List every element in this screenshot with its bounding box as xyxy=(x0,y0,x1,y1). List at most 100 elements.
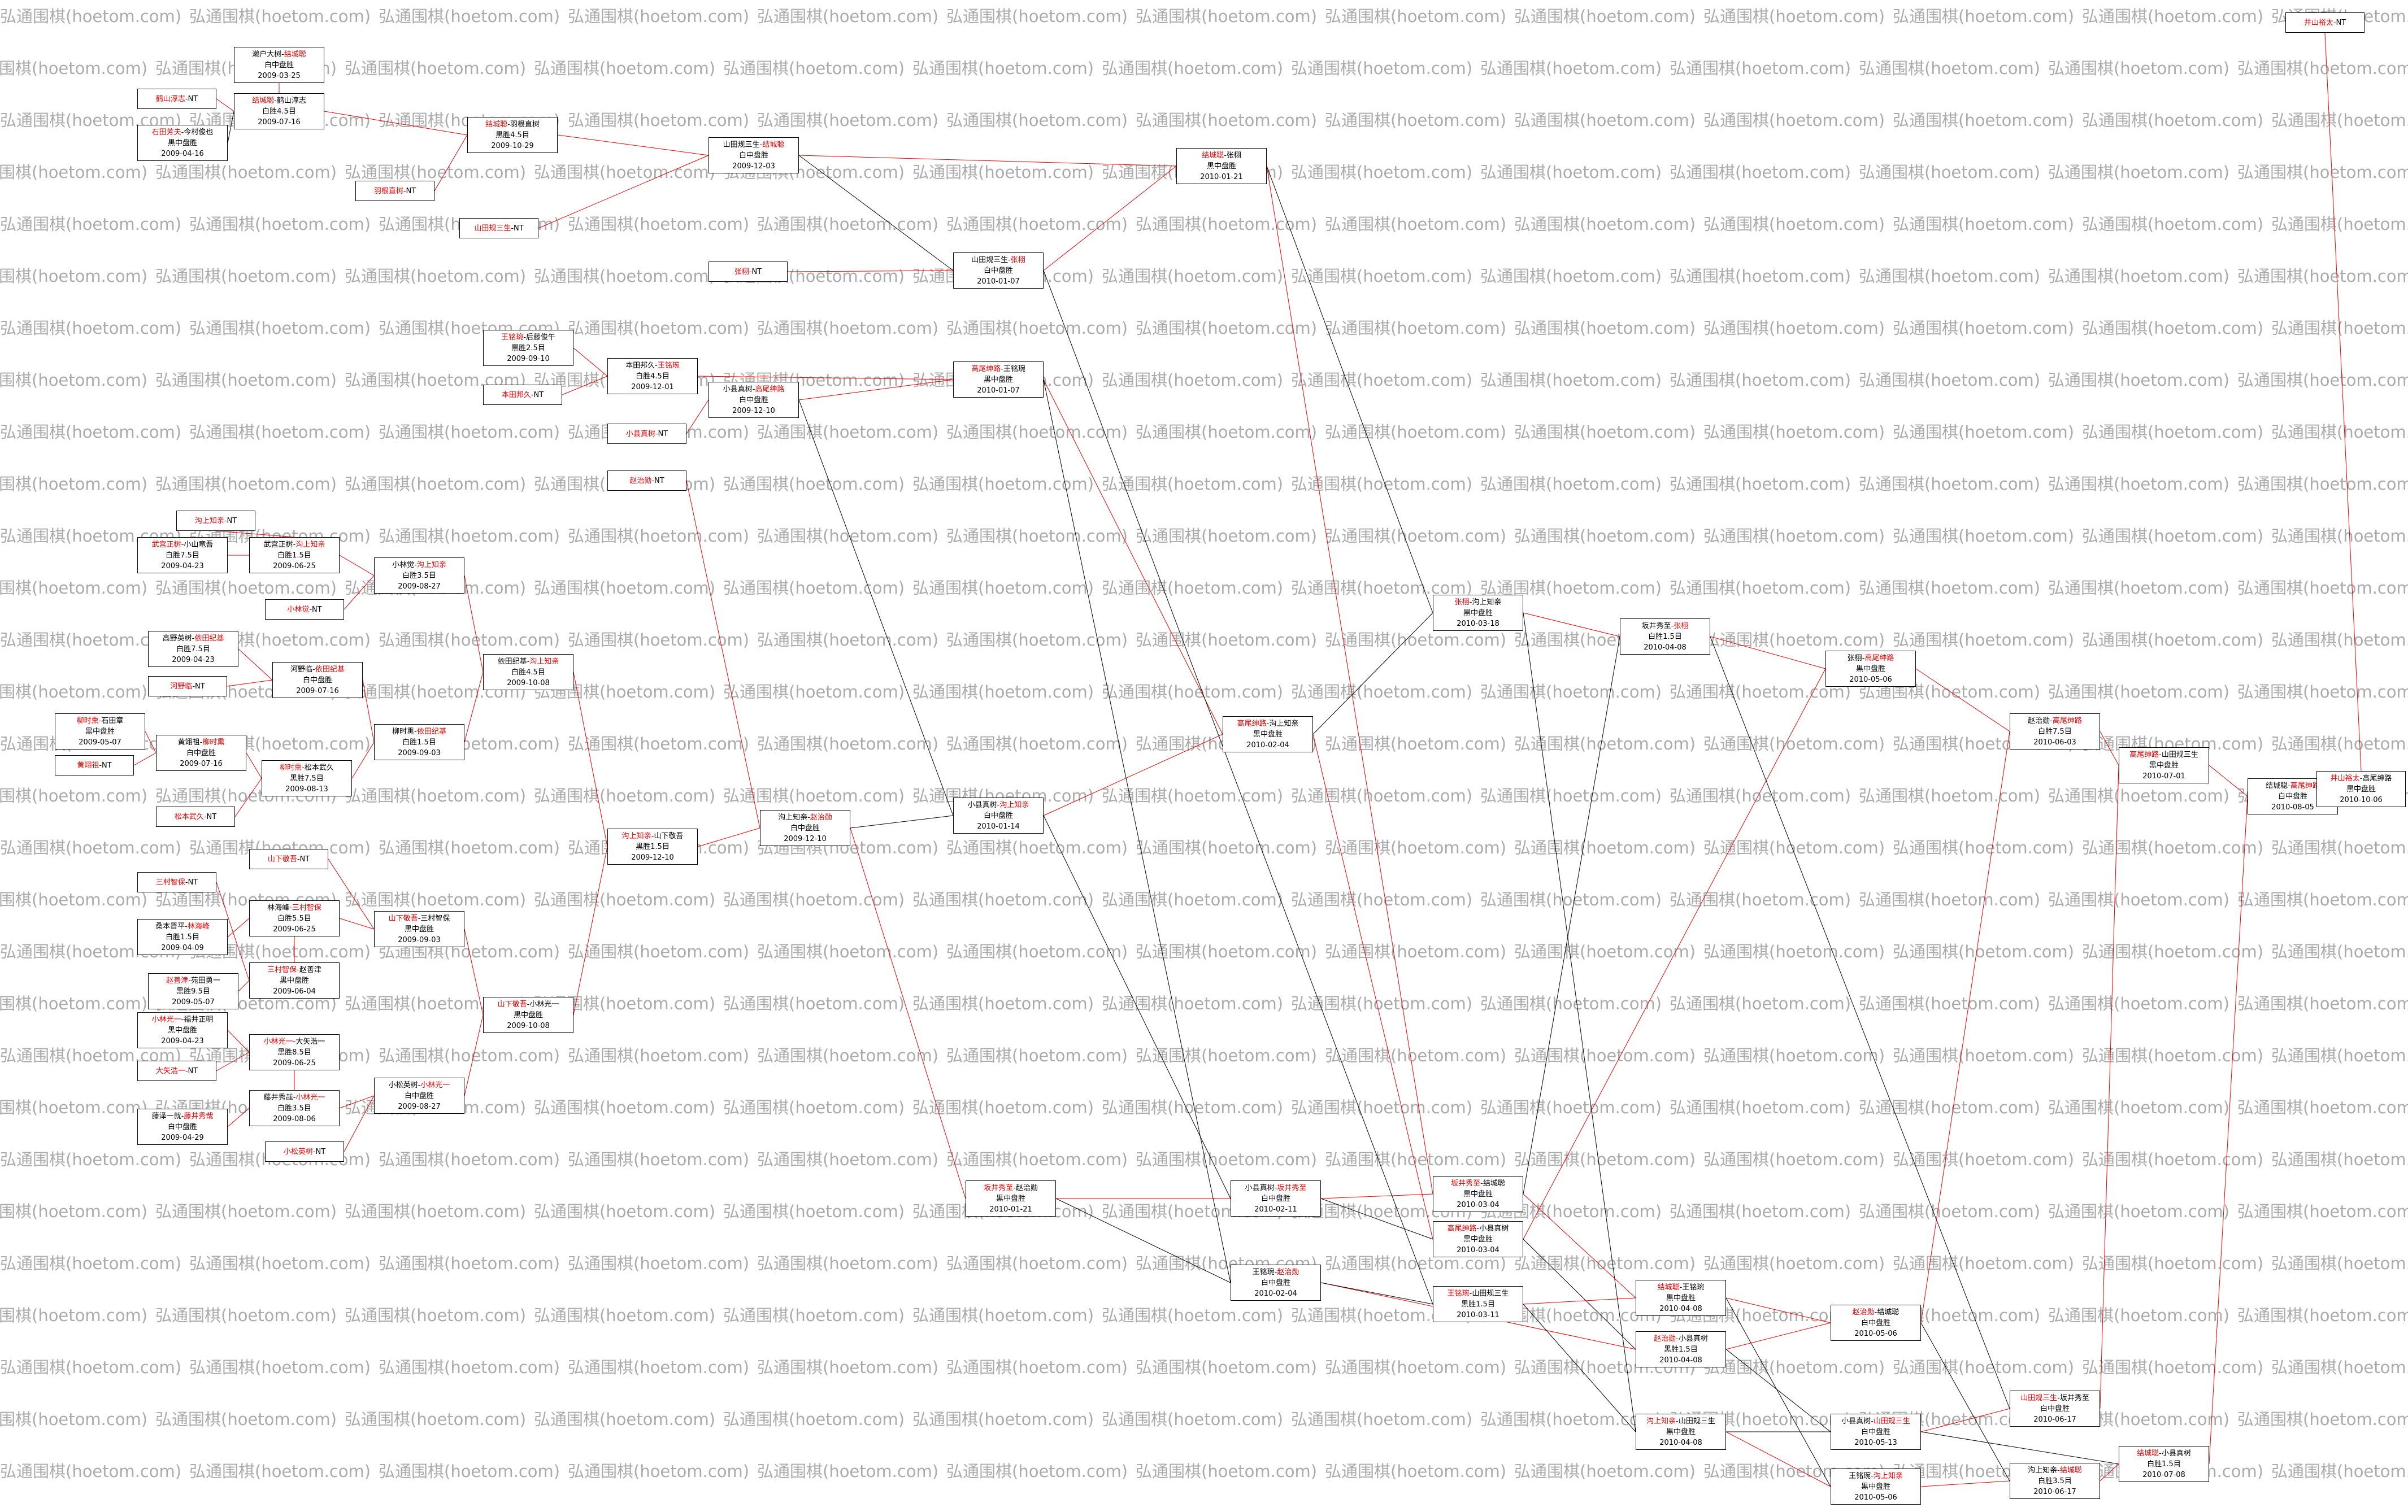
winner-name: 沟上知亲 xyxy=(1646,1417,1676,1426)
seed-node[interactable]: 小县真树-NT xyxy=(607,424,686,444)
seed-node[interactable]: 黄翊祖-NT xyxy=(55,755,134,775)
seed-node[interactable]: 三村智保-NT xyxy=(137,872,216,892)
text-segment: -王铭琬 xyxy=(1679,1283,1705,1292)
seed-node[interactable]: 羽根直树-NT xyxy=(355,181,434,201)
seed-node[interactable]: 小林觉-NT xyxy=(265,599,344,620)
seed-node[interactable]: 鹤山淳志-NT xyxy=(137,89,216,109)
text-segment: 2010-04-08 xyxy=(1659,1438,1702,1447)
result-line: 黒中盘胜 xyxy=(2317,784,2405,795)
text-segment: 张栩- xyxy=(1847,653,1865,663)
winner-name: 石田芳夫 xyxy=(151,128,181,137)
text-segment: 2010-04-08 xyxy=(1659,1356,1702,1365)
connector xyxy=(1043,734,1223,816)
text-segment: 2009-04-09 xyxy=(161,943,204,952)
connector xyxy=(787,270,954,272)
seed-node[interactable]: 山田规三生-NT xyxy=(459,218,538,238)
text-segment: 2010-04-08 xyxy=(1644,643,1687,652)
seed-node[interactable]: 河野临-NT xyxy=(148,676,227,696)
seed-node[interactable]: 沟上知亲-NT xyxy=(176,511,255,531)
text-segment: 白中盘胜 xyxy=(2277,792,2307,801)
seed-node[interactable]: 小松英树-NT xyxy=(265,1141,344,1162)
connector xyxy=(339,918,375,930)
text-segment: 2009-08-06 xyxy=(273,1114,316,1123)
text-segment: 黒中盘胜 xyxy=(85,727,115,736)
date-line: 2010-10-06 xyxy=(2317,795,2405,805)
winner-name: 山下敬吾 xyxy=(497,1000,527,1009)
seed-node[interactable]: 山下敬吾-NT xyxy=(249,849,328,869)
players-line: 高野英树-依田纪基 xyxy=(149,633,238,644)
text-segment: 黒中盘胜 xyxy=(167,1026,197,1035)
text-segment: 小县真树- xyxy=(967,800,1000,809)
seed-node[interactable]: 本田邦久-NT xyxy=(483,385,562,405)
winner-name: 高尾绅路 xyxy=(971,364,1001,373)
seed-node[interactable]: 松本武久-NT xyxy=(156,807,235,827)
seed-node[interactable]: 张栩-NT xyxy=(709,262,788,282)
seed-node[interactable]: 井山裕太-NT xyxy=(2285,12,2364,33)
winner-name: 结城聪 xyxy=(2137,1449,2159,1458)
seed-node[interactable]: 大矢浩一-NT xyxy=(137,1061,216,1081)
seed-node[interactable]: 赵治勋-NT xyxy=(607,470,686,491)
players-line: 羽根直树-NT xyxy=(356,186,434,197)
players-line: 小林觉-沟上知亲 xyxy=(375,560,464,570)
result-line: 黒中盘胜 xyxy=(375,924,464,935)
connector xyxy=(227,111,234,143)
